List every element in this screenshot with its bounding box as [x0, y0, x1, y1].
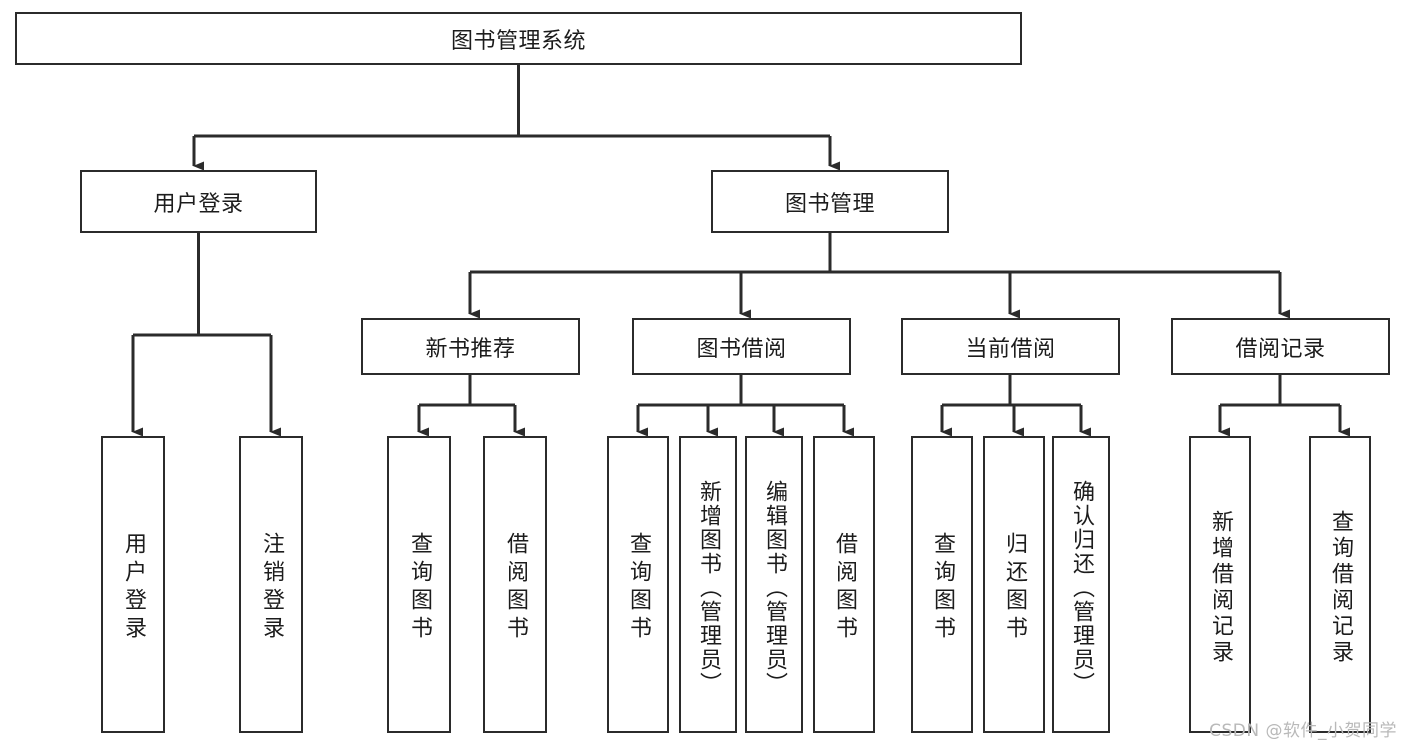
leaf-user-login[interactable]: 用户登录 — [101, 436, 165, 733]
leaf-query-book-borrow[interactable]: 查询图书 — [607, 436, 669, 733]
node-book-manage[interactable]: 图书管理 — [711, 170, 949, 233]
leaf-user-logout-label: 注销登录 — [259, 531, 284, 644]
leaf-query-book-cur-label: 查询图书 — [930, 531, 955, 644]
leaf-query-book-borrow-label: 查询图书 — [626, 531, 651, 644]
watermark: CSDN @软件_小贺同学 — [1209, 721, 1397, 741]
leaf-add-record[interactable]: 新增借阅记录 — [1189, 436, 1251, 733]
node-book-manage-label: 图书管理 — [784, 191, 875, 217]
node-user-login-label: 用户登录 — [153, 191, 244, 217]
leaf-borrow-book-rec-label: 借阅图书 — [503, 531, 528, 644]
node-new-book-rec[interactable]: 新书推荐 — [361, 318, 580, 375]
leaf-query-record[interactable]: 查询借阅记录 — [1309, 436, 1371, 733]
leaf-confirm-return[interactable]: 确认归还（管理员） — [1052, 436, 1110, 733]
leaf-borrow-book-rec[interactable]: 借阅图书 — [483, 436, 547, 733]
leaf-query-book-cur[interactable]: 查询图书 — [911, 436, 973, 733]
node-current-borrow-label: 当前借阅 — [965, 336, 1056, 362]
leaf-borrow-book[interactable]: 借阅图书 — [813, 436, 875, 733]
node-user-login[interactable]: 用户登录 — [80, 170, 317, 233]
node-root[interactable]: 图书管理系统 — [15, 12, 1022, 65]
node-borrow-record-label: 借阅记录 — [1235, 336, 1326, 362]
node-book-borrow[interactable]: 图书借阅 — [632, 318, 851, 375]
leaf-add-book[interactable]: 新增图书（管理员） — [679, 436, 737, 733]
leaf-borrow-book-label: 借阅图书 — [832, 531, 857, 644]
leaf-user-login-label: 用户登录 — [121, 531, 146, 644]
leaf-return-book[interactable]: 归还图书 — [983, 436, 1045, 733]
leaf-edit-book-label: 编辑图书（管理员） — [762, 479, 787, 696]
leaf-edit-book[interactable]: 编辑图书（管理员） — [745, 436, 803, 733]
leaf-confirm-return-label: 确认归还（管理员） — [1069, 479, 1094, 696]
node-new-book-rec-label: 新书推荐 — [425, 336, 516, 362]
leaf-add-book-label: 新增图书（管理员） — [696, 479, 721, 696]
leaf-query-record-label: 查询借阅记录 — [1328, 509, 1353, 666]
leaf-query-book-rec-label: 查询图书 — [407, 531, 432, 644]
leaf-user-logout[interactable]: 注销登录 — [239, 436, 303, 733]
leaf-query-book-rec[interactable]: 查询图书 — [387, 436, 451, 733]
node-current-borrow[interactable]: 当前借阅 — [901, 318, 1120, 375]
leaf-add-record-label: 新增借阅记录 — [1208, 509, 1233, 666]
node-borrow-record[interactable]: 借阅记录 — [1171, 318, 1390, 375]
leaf-return-book-label: 归还图书 — [1002, 531, 1027, 644]
node-root-label: 图书管理系统 — [450, 28, 586, 54]
node-book-borrow-label: 图书借阅 — [696, 336, 787, 362]
